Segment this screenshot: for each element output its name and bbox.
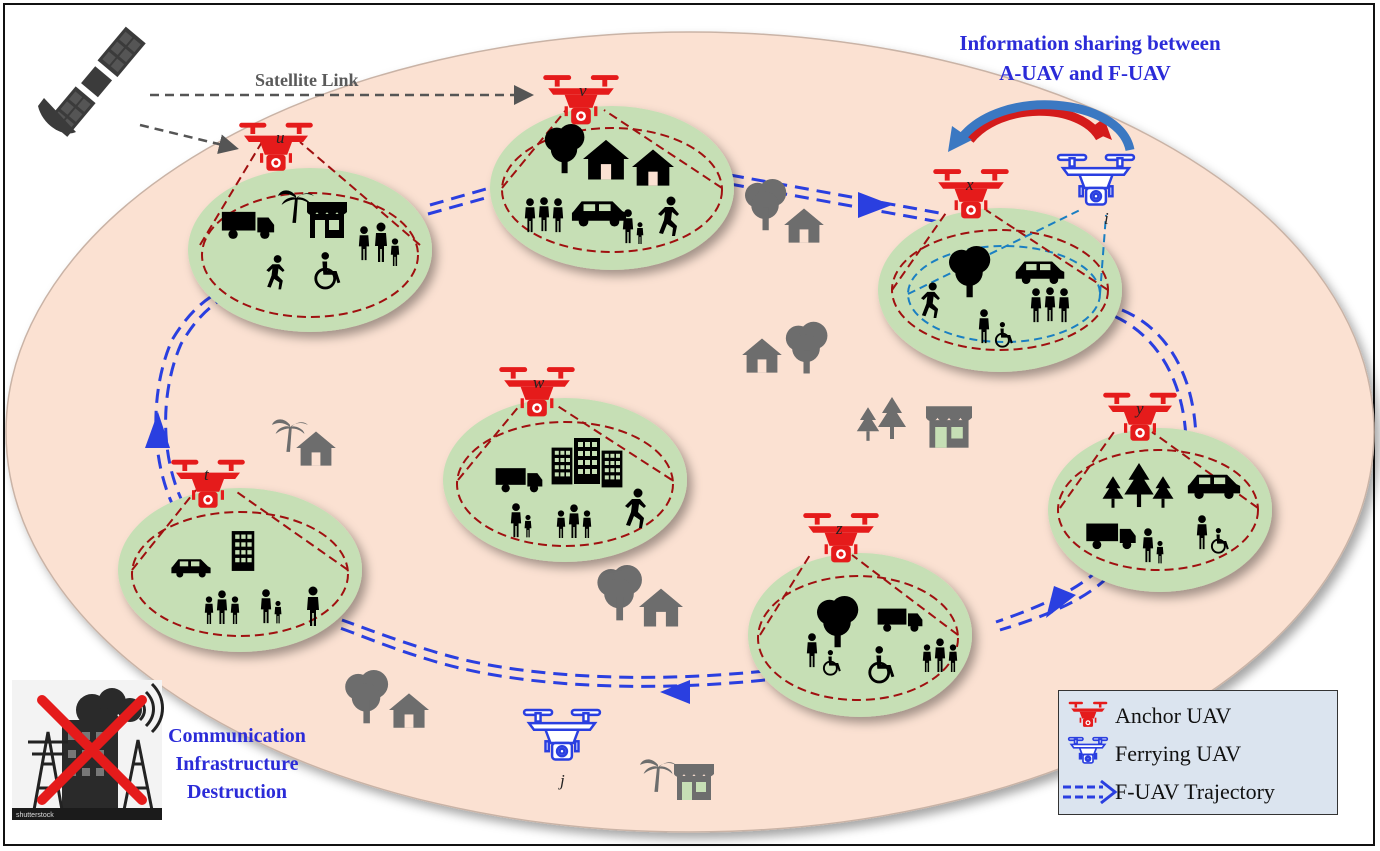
uav-label-j: j (558, 771, 565, 790)
cluster-t (118, 488, 362, 652)
uav-label-u: u (276, 128, 285, 147)
legend-trajectory-label: F-UAV Trajectory (1115, 779, 1275, 804)
satellite-link-to-u (139, 123, 239, 154)
legend-anchor-label: Anchor UAV (1115, 703, 1232, 728)
grey-building-icon (926, 406, 972, 448)
arrow-i-to-x (956, 100, 1135, 152)
satellite-link-label: Satellite Link (255, 70, 359, 90)
info-sharing-label-line1: Information sharing between (959, 31, 1221, 55)
cluster-u (188, 141, 432, 332)
stock-watermark: shutterstock (16, 812, 54, 819)
arrowhead-v-to-x (858, 192, 892, 218)
cluster-v (490, 106, 734, 270)
f-uav-trajectory (154, 173, 1198, 688)
infrastructure-destruction-icon: shutterstock (12, 680, 164, 820)
infrastructure-label-line3: Destruction (187, 781, 287, 803)
info-sharing-label-line2: A-UAV and F-UAV (999, 61, 1171, 85)
arrowhead-t-to-u (145, 412, 170, 448)
legend-ferrying-uav-icon (1067, 736, 1109, 764)
uav-label-i: i (1104, 209, 1109, 228)
satellite-icon (38, 26, 146, 137)
legend-ferrying-label: Ferrying UAV (1115, 741, 1242, 766)
trajectory-arrowheads (145, 192, 1076, 704)
arrow-x-to-i (966, 106, 1104, 143)
uav-label-y: y (1134, 399, 1144, 418)
grey-shop-icon (674, 764, 714, 800)
info-sharing-arrows (948, 100, 1135, 152)
legend-symbols (1063, 701, 1118, 805)
uav-label-x: x (965, 175, 974, 194)
legend: Anchor UAV Ferrying UAV F-UAV Trajectory (1058, 690, 1338, 815)
cluster-z (748, 553, 972, 717)
legend-anchor-uav-icon (1068, 701, 1108, 727)
infrastructure-label-line2: Infrastructure (176, 753, 299, 775)
cluster-x (878, 208, 1122, 372)
arrowhead-z-to-j (660, 680, 690, 704)
uav-label-z: z (835, 519, 843, 538)
uav-label-w: w (533, 373, 545, 392)
uav-label-v: v (579, 81, 587, 100)
infrastructure-label-line1: Communication (168, 725, 306, 747)
satellite-links (139, 85, 534, 154)
arrowhead-y-to-z (1046, 586, 1076, 618)
cluster-w (443, 398, 687, 562)
cluster-y (1048, 428, 1272, 592)
uav-label-t: t (204, 465, 210, 484)
legend-trajectory-icon (1063, 779, 1118, 805)
